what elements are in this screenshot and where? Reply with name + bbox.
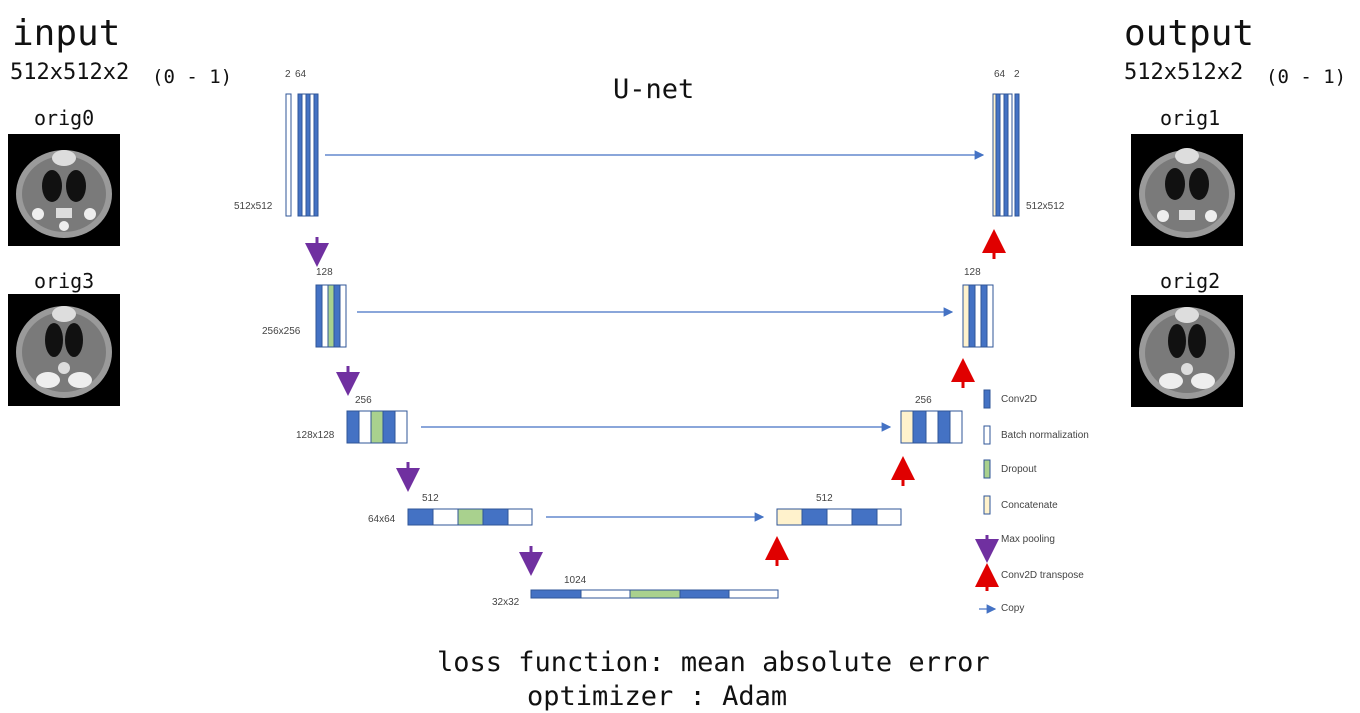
- dec3-channel-label: 256: [915, 395, 932, 406]
- ct-scan-image-orig0: [8, 134, 120, 246]
- bottleneck-size-label: 32x32: [492, 597, 520, 608]
- decoder-block-512: [992, 93, 1020, 217]
- output-shape: 512x512x2: [1124, 60, 1244, 85]
- legend-swatch-dropout: [983, 459, 991, 479]
- decoder-block-256: [962, 284, 994, 348]
- encoder-block-128: [346, 410, 408, 444]
- dec1-channel-label: 64: [994, 69, 1006, 80]
- legend-label-transpose: Conv2D transpose: [1001, 570, 1084, 581]
- enc2-channel-label: 128: [316, 267, 333, 278]
- enc4-channel-label: 512: [422, 493, 439, 504]
- input-range: (0 - 1): [152, 66, 233, 88]
- dec1-size-label: 512x512: [1026, 201, 1065, 212]
- encoder-block-256: [315, 284, 347, 348]
- enc1-channel-label: 64: [295, 69, 307, 80]
- decoder-block-64: [776, 508, 902, 526]
- network-title: U-net: [613, 74, 695, 105]
- conv-transpose-arrows: [765, 229, 1006, 566]
- bottleneck-block-32: [530, 589, 779, 599]
- enc1-size-label: 512x512: [234, 201, 273, 212]
- decoder-block-128: [900, 410, 963, 444]
- output-image-label-0: orig1: [1160, 106, 1221, 130]
- ct-scan-image-orig3: [8, 294, 120, 406]
- output-image-label-1: orig2: [1160, 269, 1221, 293]
- bottleneck-channel-label: 1024: [564, 575, 587, 586]
- legend-label-concat: Concatenate: [1001, 500, 1058, 511]
- dec4-channel-label: 512: [816, 493, 833, 504]
- input-image-label-1: orig3: [34, 269, 95, 293]
- ct-scan-image-orig2: [1131, 295, 1243, 407]
- legend-label-copy: Copy: [1001, 603, 1025, 614]
- legend-swatches: [975, 389, 999, 614]
- encoder-block-512: [285, 93, 319, 217]
- legend-label-conv: Conv2D: [1001, 394, 1038, 405]
- loss-function-text: loss function: mean absolute error: [437, 647, 990, 678]
- input-shape: 512x512x2: [10, 60, 130, 85]
- encoder-block-64: [407, 508, 533, 526]
- optimizer-text: optimizer : Adam: [527, 681, 788, 712]
- input-image-label-0: orig0: [34, 106, 95, 130]
- output-title: output: [1124, 13, 1255, 54]
- enc2-size-label: 256x256: [262, 326, 301, 337]
- enc4-size-label: 64x64: [368, 514, 396, 525]
- input-channel-bar: [285, 93, 292, 217]
- enc3-size-label: 128x128: [296, 430, 335, 441]
- legend-label-bn: Batch normalization: [1001, 430, 1089, 441]
- output-range: (0 - 1): [1266, 66, 1347, 88]
- input-title: input: [12, 13, 121, 54]
- enc3-channel-label: 256: [355, 395, 372, 406]
- legend-label-pool: Max pooling: [1001, 534, 1055, 545]
- max-pooling-arrows: [305, 237, 543, 576]
- legend-swatch-conv: [983, 389, 991, 409]
- output-conv-bar: [1014, 93, 1020, 217]
- ct-scan-image-orig1: [1131, 134, 1243, 246]
- legend-label-dropout: Dropout: [1001, 464, 1037, 475]
- dec2-channel-label: 128: [964, 267, 981, 278]
- legend-swatch-concat: [983, 495, 991, 515]
- enc1-channel-label-in: 2: [285, 69, 291, 80]
- dec1-channel-label-out: 2: [1014, 69, 1020, 80]
- copy-arrows: [325, 150, 985, 522]
- legend-swatch-bn: [983, 425, 991, 445]
